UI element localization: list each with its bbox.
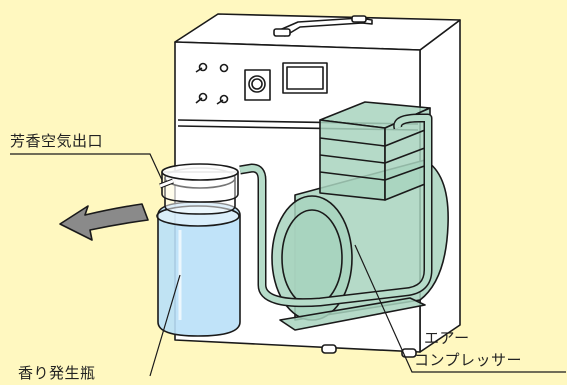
knob-icon <box>195 62 229 73</box>
leader-outlet <box>10 153 163 181</box>
leader-compressor <box>354 244 566 373</box>
toggle-switch-icon <box>195 92 229 105</box>
aroma-outlet-label: 芳香空気出口 <box>10 132 104 150</box>
air-compressor <box>271 101 449 331</box>
air-compressor-label-line1: エアー <box>424 329 470 347</box>
leader-bottle <box>149 274 181 377</box>
airflow-arrow-icon <box>59 203 149 241</box>
aroma-bottle-label: 香り発生瓶 <box>18 364 96 382</box>
air-compressor-label-line2: コンプレッサー <box>414 351 523 369</box>
aroma-bottle <box>156 163 241 337</box>
